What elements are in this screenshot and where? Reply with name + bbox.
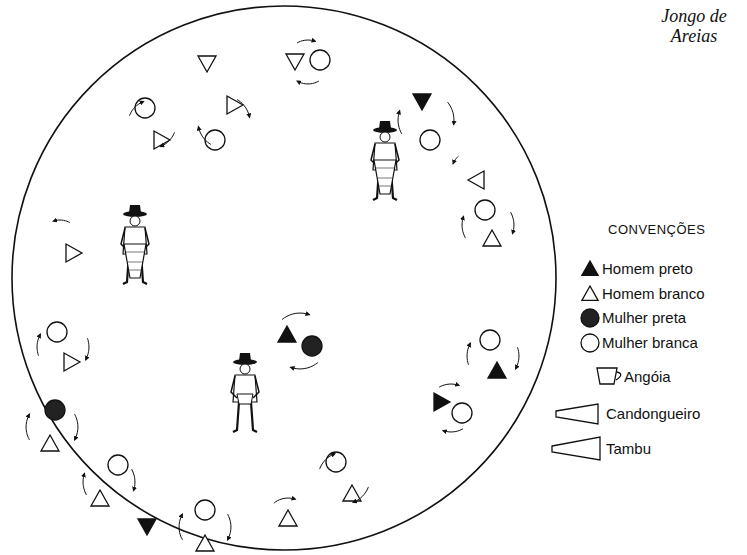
white-man-symbol <box>41 435 59 451</box>
turn-arrow <box>447 102 454 125</box>
dance-circle <box>12 6 556 550</box>
turn-arrow <box>86 338 89 360</box>
black-woman-symbol <box>45 400 65 420</box>
drummer-figure <box>231 353 259 432</box>
white-woman-symbol <box>480 330 500 350</box>
black-woman-symbol <box>302 336 322 356</box>
white-man-symbol <box>483 230 501 246</box>
white-woman-symbol <box>47 322 67 342</box>
white-man-symbol <box>582 286 598 300</box>
legend-label: Angóia <box>624 368 671 385</box>
legend-label: Mulher branca <box>602 334 698 351</box>
white-man-symbol <box>279 510 297 526</box>
turn-arrow <box>26 414 29 440</box>
turn-arrow <box>237 99 250 117</box>
turn-arrow <box>297 40 316 43</box>
white-man-symbol <box>343 485 361 501</box>
white-man-symbol <box>198 56 216 72</box>
white-woman-symbol <box>475 200 495 220</box>
legend-label: Mulher preta <box>602 309 686 326</box>
black-man-symbol <box>413 94 431 110</box>
dancers <box>26 40 519 551</box>
white-man-symbol <box>66 244 82 262</box>
black-man-symbol <box>434 393 450 411</box>
white-woman-symbol <box>452 403 472 423</box>
turn-arrow <box>274 498 296 503</box>
turn-arrow <box>160 132 174 146</box>
turn-arrow <box>83 473 86 495</box>
turn-arrow <box>511 212 514 234</box>
black-man-symbol <box>488 362 506 378</box>
turn-arrow <box>462 216 465 238</box>
white-man-symbol <box>91 490 109 506</box>
legend-heading: CONVENÇÕES <box>608 222 705 237</box>
turn-arrow <box>198 127 211 145</box>
diagram-title: Jongo de Areias <box>652 6 736 46</box>
turn-arrow <box>453 156 458 164</box>
legend-label: Tambu <box>606 440 651 457</box>
turn-arrow <box>320 454 336 470</box>
turn-arrow <box>297 81 319 84</box>
turn-arrow <box>290 362 318 369</box>
black-man-symbol <box>278 326 296 342</box>
white-man-symbol <box>196 535 214 551</box>
white-woman-symbol <box>205 130 225 150</box>
black-woman-symbol <box>581 309 599 327</box>
turn-arrow <box>37 334 40 356</box>
turn-arrow <box>129 101 143 115</box>
turn-arrow <box>439 384 459 387</box>
turn-arrow <box>228 514 231 540</box>
white-woman-symbol <box>310 50 330 70</box>
white-man-symbol <box>468 171 484 189</box>
turn-arrow <box>398 110 402 134</box>
turn-arrow <box>516 347 519 369</box>
turn-arrow <box>282 313 310 320</box>
turn-arrow <box>75 414 78 440</box>
white-man-symbol <box>227 96 243 114</box>
drummer-figure <box>371 121 399 200</box>
white-woman-symbol <box>135 98 155 118</box>
white-woman-symbol <box>108 455 128 475</box>
turn-arrow <box>132 469 135 491</box>
legend-label: Homem branco <box>602 285 705 302</box>
turn-arrow <box>443 429 463 432</box>
drummer-figure <box>121 205 149 284</box>
white-man-symbol <box>286 54 304 70</box>
white-man-symbol <box>64 353 80 371</box>
white-woman-symbol <box>326 452 346 472</box>
turn-arrow <box>467 343 470 365</box>
turn-arrow <box>53 220 70 223</box>
legend-label: Candongueiro <box>606 405 700 422</box>
legend-label: Homem preto <box>602 260 693 277</box>
turn-arrow <box>179 514 182 540</box>
turn-arrow <box>353 487 369 503</box>
black-man-symbol <box>138 519 156 535</box>
white-woman-symbol <box>581 334 599 352</box>
white-woman-symbol <box>420 130 440 150</box>
white-woman-symbol <box>195 500 215 520</box>
black-man-symbol <box>582 261 598 275</box>
